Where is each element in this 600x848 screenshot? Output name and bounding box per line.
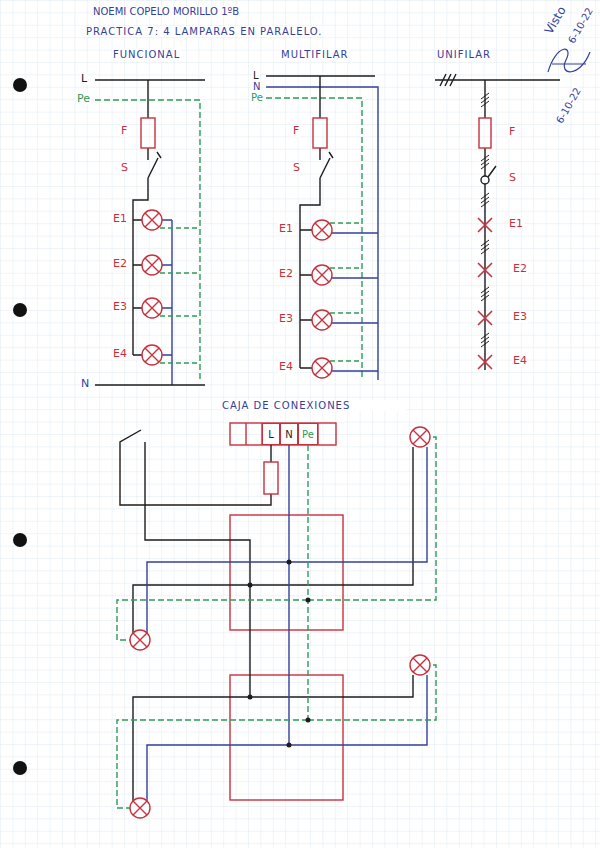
lamp-label: E2: [512, 263, 528, 275]
lamp-label: E4: [278, 361, 294, 373]
line-label: Pe: [250, 92, 264, 103]
lamp-label: E2: [112, 258, 128, 270]
line-label: Pe: [76, 93, 91, 105]
line-label: N: [252, 81, 261, 92]
lamp-label: E1: [112, 213, 128, 225]
terminal-cell: N: [280, 423, 298, 445]
section-heading: FUNCIONAL: [112, 49, 181, 60]
binder-holes: [13, 78, 27, 775]
switch-label: S: [292, 162, 301, 174]
terminal-cell: Pe: [298, 423, 318, 445]
lamp-label: E3: [112, 301, 128, 313]
lamp-label: E1: [508, 218, 524, 230]
lamp-label: E4: [512, 355, 528, 367]
switch-label: S: [508, 172, 517, 184]
line-label: L: [252, 70, 260, 81]
terminal-label: Pe: [302, 429, 314, 440]
functional-schematic: [95, 80, 205, 385]
terminal-label: L: [268, 429, 274, 440]
terminal-box: CAJA DE CONEXIONES LN Pe: [222, 400, 406, 445]
section-heading: MULTIFILAR: [280, 49, 350, 60]
line-label: N: [80, 378, 90, 390]
line-label: L: [80, 73, 88, 85]
page-title: PRACTICA 7: 4 LAMPARAS EN PARALELO.: [85, 26, 323, 37]
lamp-label: E2: [278, 268, 294, 280]
single-line-schematic: [435, 74, 560, 370]
lamp-label: E1: [278, 223, 294, 235]
fuse-label: F: [292, 125, 300, 137]
fuse-label: F: [508, 126, 516, 138]
lamp-label: E4: [112, 348, 128, 360]
wiring-plan: [117, 423, 436, 818]
switch-label: S: [120, 162, 129, 174]
box-heading: CAJA DE CONEXIONES: [222, 400, 406, 411]
signature: [548, 49, 590, 72]
multiwire-schematic: [266, 76, 378, 380]
terminal-cell: L: [262, 423, 280, 445]
fuse-label: F: [120, 125, 128, 137]
student-name: NOEMI COPELO MORILLO 1ºB: [92, 6, 240, 17]
lamp-label: E3: [278, 313, 294, 325]
terminal-label: N: [285, 429, 292, 440]
lamp-label: E3: [512, 311, 528, 323]
section-heading: UNIFILAR: [436, 49, 492, 60]
